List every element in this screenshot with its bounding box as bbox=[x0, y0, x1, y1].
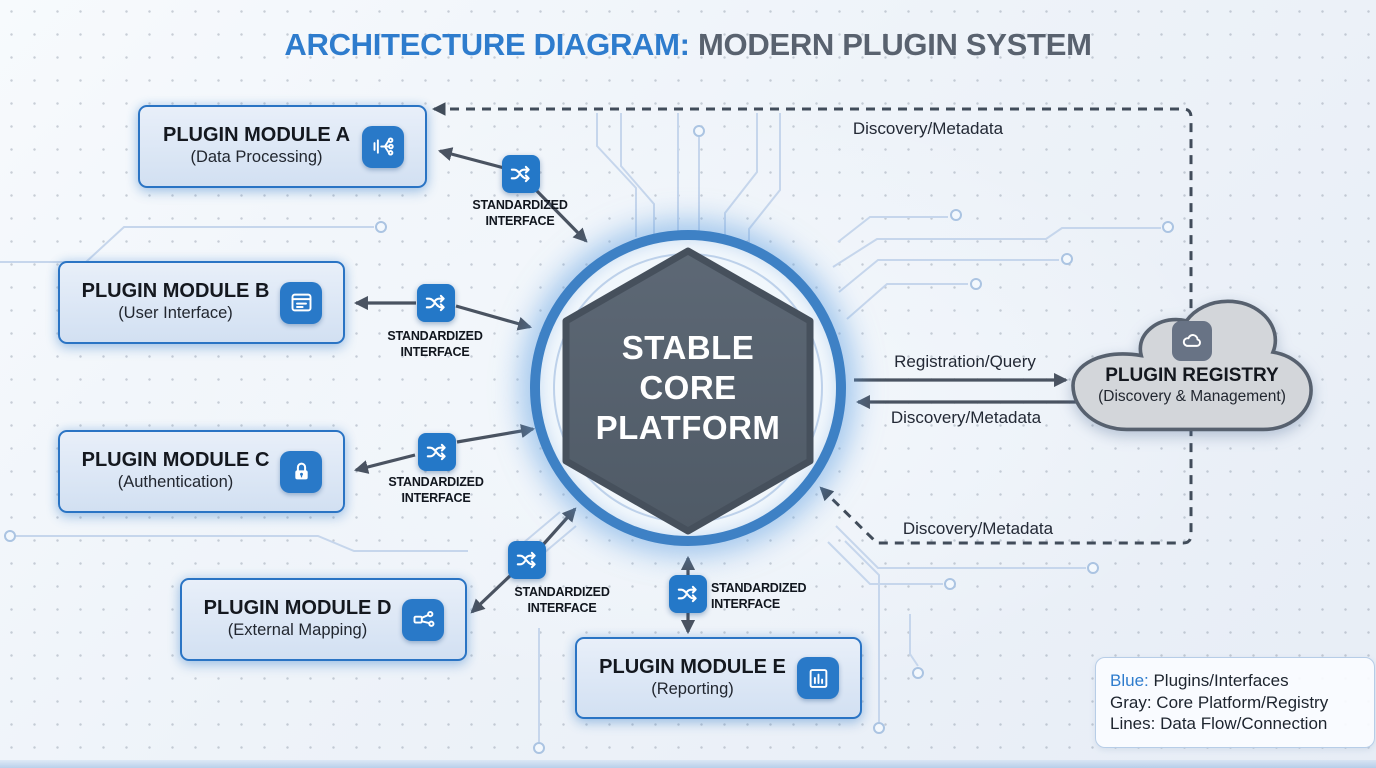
bottom-accent-strip bbox=[0, 760, 1376, 768]
module-c-title: PLUGIN MODULE C bbox=[81, 449, 270, 471]
module-e-subtitle: (Reporting) bbox=[651, 679, 734, 698]
bar-chart-icon bbox=[797, 657, 839, 699]
module-d-subtitle: (External Mapping) bbox=[227, 621, 368, 639]
discovery-metadata-label-top: Discovery/Metadata bbox=[852, 119, 1004, 138]
legend-item-gray: Gray: Core Platform/Registry bbox=[1110, 692, 1329, 712]
interface-label-a: STANDARDIZED INTERFACE bbox=[472, 198, 568, 228]
module-b: PLUGIN MODULE B (User Interface) bbox=[58, 261, 345, 344]
shuffle-icon-e bbox=[669, 575, 707, 613]
legend-item-lines: Lines: Data Flow/Connection bbox=[1110, 714, 1328, 733]
interface-label-d: STANDARDIZED INTERFACE bbox=[514, 585, 610, 615]
core-platform-label: STABLE CORE PLATFORM bbox=[595, 329, 781, 446]
dashed-discovery-route bbox=[431, 102, 1193, 545]
node-mapping-icon bbox=[402, 598, 444, 641]
lock-icon bbox=[280, 450, 322, 493]
interface-label-c: STANDARDIZED INTERFACE bbox=[388, 475, 484, 505]
registry-title: PLUGIN REGISTRY bbox=[1105, 365, 1279, 386]
shuffle-icon-d bbox=[508, 541, 546, 579]
module-e: PLUGIN MODULE E (Reporting) bbox=[575, 637, 862, 719]
discovery-metadata-label-bottom: Discovery/Metadata bbox=[902, 519, 1054, 538]
module-a: PLUGIN MODULE A (Data Processing) bbox=[138, 105, 427, 188]
module-d: PLUGIN MODULE D (External Mapping) bbox=[180, 578, 467, 661]
title-highlight: ARCHITECTURE DIAGRAM: bbox=[284, 27, 690, 62]
module-d-title: PLUGIN MODULE D bbox=[203, 597, 392, 619]
page-title: ARCHITECTURE DIAGRAM: MODERN PLUGIN SYST… bbox=[0, 27, 1376, 63]
interface-label-b: STANDARDIZED INTERFACE bbox=[387, 329, 483, 359]
registration-query-label: Registration/Query bbox=[894, 352, 1036, 371]
module-e-title: PLUGIN MODULE E bbox=[599, 655, 786, 678]
plugin-registry-node: PLUGIN REGISTRY (Discovery & Management) bbox=[1070, 298, 1314, 438]
cloud-icon bbox=[1172, 321, 1212, 361]
interface-label-e: STANDARDIZED INTERFACE bbox=[711, 581, 807, 611]
module-b-subtitle: (User Interface) bbox=[118, 304, 233, 322]
shuffle-icon-a bbox=[502, 155, 540, 193]
legend-item-blue: Blue: Plugins/Interfaces bbox=[1110, 671, 1289, 690]
registry-subtitle: (Discovery & Management) bbox=[1098, 388, 1286, 405]
module-a-title: PLUGIN MODULE A bbox=[162, 124, 351, 146]
module-b-title: PLUGIN MODULE B bbox=[81, 280, 270, 302]
shuffle-icon-c bbox=[418, 433, 456, 471]
browser-window-icon bbox=[280, 281, 322, 324]
module-a-subtitle: (Data Processing) bbox=[190, 148, 323, 166]
discovery-metadata-label-mid: Discovery/Metadata bbox=[890, 408, 1042, 427]
module-c: PLUGIN MODULE C (Authentication) bbox=[58, 430, 345, 513]
legend: Blue: Plugins/Interfaces Gray: Core Plat… bbox=[1095, 657, 1375, 748]
data-processing-icon bbox=[362, 125, 404, 168]
module-c-subtitle: (Authentication) bbox=[117, 473, 234, 491]
cloud-shape bbox=[1070, 298, 1314, 438]
title-rest: MODERN PLUGIN SYSTEM bbox=[698, 27, 1092, 62]
core-platform-node: STABLE CORE PLATFORM bbox=[530, 230, 846, 546]
shuffle-icon-b bbox=[417, 284, 455, 322]
